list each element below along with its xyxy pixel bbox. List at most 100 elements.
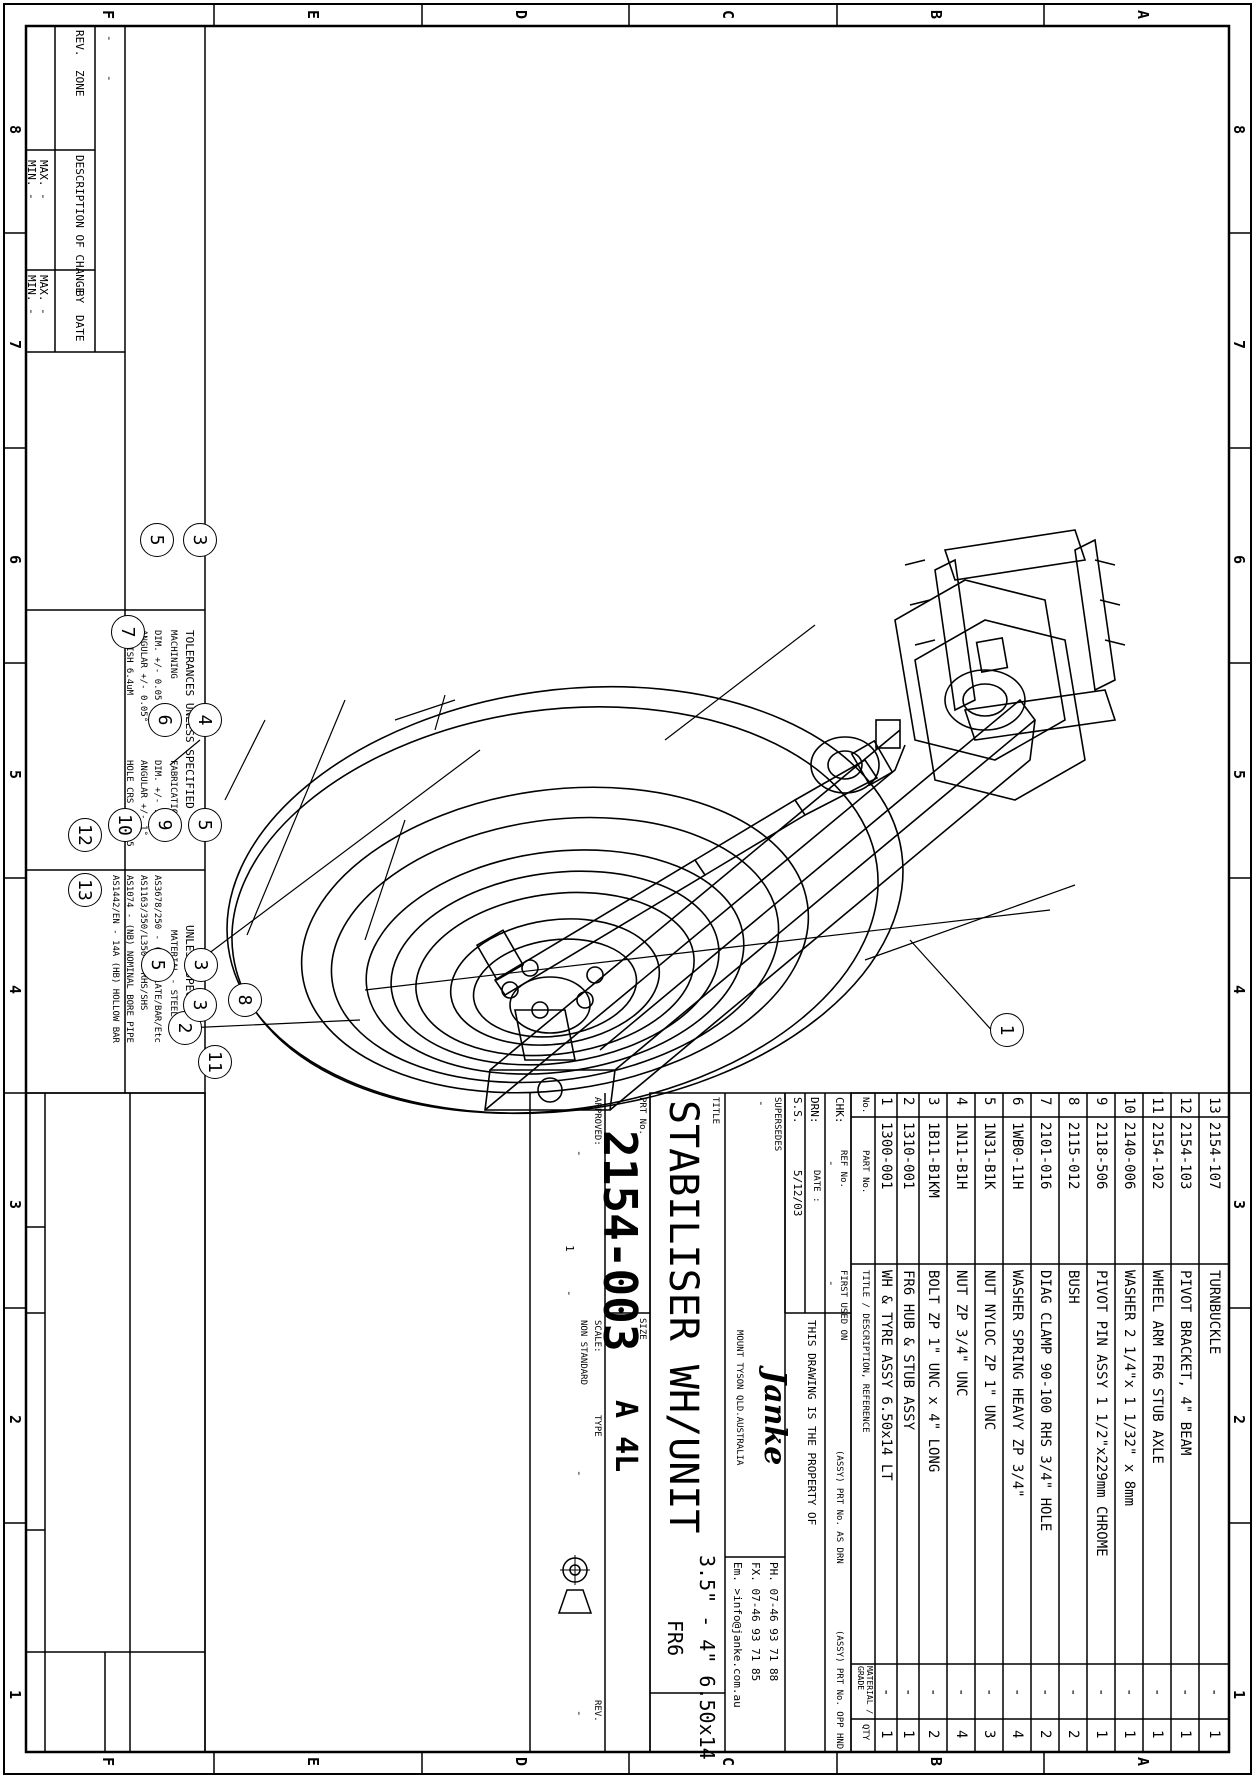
approved-value: - xyxy=(573,1150,586,1157)
callout-balloon: 4 xyxy=(188,703,222,737)
material-line: AS1074 - (NB) NOMINAL BORE PIPE xyxy=(124,875,134,1043)
sheet-size: A 4L xyxy=(608,1400,643,1473)
callout-balloon: 5 xyxy=(188,808,222,842)
callout-balloon: 3 xyxy=(183,988,217,1022)
assy-prt-opp: (ASSY) PRT No. OPP HND xyxy=(834,1630,844,1750)
bom-qty: 2 xyxy=(1037,1730,1054,1739)
bom-material: - xyxy=(900,1688,917,1697)
rim xyxy=(365,849,745,1075)
zone-col-label: 7 xyxy=(6,340,24,350)
bom-header-material: MATERIAL / GRADE xyxy=(856,1666,874,1715)
stub-axle xyxy=(514,1009,576,1061)
zone-dash: - xyxy=(103,75,116,82)
pivot-bracket xyxy=(914,619,1086,801)
zone-col-label: 1 xyxy=(1230,1690,1248,1700)
zone-row-label: B xyxy=(927,10,945,20)
zone-col-label: 3 xyxy=(6,1200,24,1210)
zone-row-label: B xyxy=(927,1757,945,1767)
size-label: SIZE xyxy=(637,1318,647,1340)
zone-row-label: D xyxy=(512,1757,530,1767)
approved-label: APPROVED: xyxy=(592,1097,602,1146)
bom-part-no: 2115-012 xyxy=(1065,1122,1082,1190)
date-header: DATE xyxy=(73,315,86,342)
rev-min: MIN. - xyxy=(25,160,38,200)
bom-part-no: 2140-006 xyxy=(1121,1122,1138,1190)
bom-description: TURNBUCKLE xyxy=(1206,1270,1223,1355)
projection-symbol-icon xyxy=(555,1555,595,1615)
bush xyxy=(810,736,880,794)
bom-qty: 1 xyxy=(1121,1730,1138,1739)
bom-qty: 1 xyxy=(1206,1730,1223,1739)
drawing-subtitle-model: FR6 xyxy=(663,1620,687,1657)
bom-description: BUSH xyxy=(1065,1270,1082,1304)
zone-col-label: 3 xyxy=(1230,1200,1248,1210)
bom-description: WHEEL ARM FR6 STUB AXLE xyxy=(1149,1270,1166,1464)
bom-description: FR6 HUB & STUB ASSY xyxy=(900,1270,917,1431)
zone-col-label: 6 xyxy=(6,555,24,565)
bom-qty: 2 xyxy=(1065,1730,1082,1739)
bom-description: WH & TYRE ASSY 6.50x14 LT xyxy=(878,1270,895,1481)
scale-label: SCALE: xyxy=(592,1320,602,1353)
rev-max: MAX. - xyxy=(37,160,50,200)
tolerance-line: DIM. +/- 1 xyxy=(152,760,162,815)
hub-face xyxy=(472,938,638,1038)
bom-header-qty: QTY xyxy=(860,1724,870,1741)
bom-material: - xyxy=(1093,1688,1110,1697)
beam-bottom xyxy=(484,744,906,1111)
rev-min-by: MIN. - xyxy=(25,275,38,315)
sheet-of: - xyxy=(563,1290,576,1297)
date-label: DATE : xyxy=(811,1170,821,1203)
zone-row-label: A xyxy=(1134,1757,1152,1767)
beam-top xyxy=(599,698,1037,1071)
bom-part-no: 1310-001 xyxy=(900,1122,917,1190)
bom-item-no: 13 xyxy=(1206,1097,1223,1114)
zone-col-label: 8 xyxy=(1230,125,1248,135)
ref-label: REF No. xyxy=(838,1150,848,1188)
callout-balloon: 13 xyxy=(68,873,102,907)
callout-balloon: 12 xyxy=(68,818,102,852)
chk-label: CHK: xyxy=(833,1097,846,1124)
callout-balloon: 8 xyxy=(228,983,262,1017)
zone-col-label: 8 xyxy=(6,125,24,135)
callout-balloon: 1 xyxy=(990,1013,1024,1047)
bom-material: - xyxy=(878,1688,895,1697)
zone-row-label: E xyxy=(304,1757,322,1767)
bom-table-lines xyxy=(850,1092,1230,1753)
bom-item-no: 1 xyxy=(878,1097,895,1106)
property-statement: THIS DRAWING IS THE PROPERTY OF xyxy=(805,1320,818,1526)
leader-lines xyxy=(169,624,1076,1046)
diag-clamp-top xyxy=(1074,538,1116,692)
tolerance-line: DIM. +/- 0.05 xyxy=(152,630,162,701)
bom-description: PIVOT PIN ASSY 1 1/2"x229mm CHROME xyxy=(1093,1270,1110,1557)
tyre-sidewall xyxy=(300,786,810,1094)
first-used-value: - xyxy=(825,1280,838,1287)
type-value: - xyxy=(573,1470,586,1477)
supersedes-value: - xyxy=(755,1100,768,1107)
bom-part-no: 1N31-B1K xyxy=(981,1122,998,1190)
bom-part-no: 2118-506 xyxy=(1093,1122,1110,1190)
bom-part-no: 1300-001 xyxy=(878,1122,895,1190)
bom-description: NUT ZP 3/4" UNC xyxy=(953,1270,970,1397)
zone-col-label: 4 xyxy=(6,985,24,995)
date-value: 5/12/03 xyxy=(791,1170,804,1217)
bom-description: WASHER SPRING HEAVY ZP 3/4" xyxy=(1009,1270,1026,1498)
zone-ticks xyxy=(4,4,1251,1774)
bom-qty: 1 xyxy=(1149,1730,1166,1739)
zone-col-label: 5 xyxy=(1230,770,1248,780)
email: Em. >info@janke.com.au xyxy=(731,1562,744,1708)
bom-qty: 1 xyxy=(900,1730,917,1739)
title-label: TITLE xyxy=(710,1097,720,1125)
revision-block-lines xyxy=(25,25,206,1094)
bom-item-no: 4 xyxy=(953,1097,970,1106)
zone-header: ZONE xyxy=(73,70,86,97)
bom-material: - xyxy=(1206,1688,1223,1697)
bom-material: - xyxy=(1009,1688,1026,1697)
bom-description: PIVOT BRACKET, 4" BEAM xyxy=(1177,1270,1194,1456)
bom-qty: 2 xyxy=(925,1730,942,1739)
rev-value: - xyxy=(573,1710,586,1717)
drn-value: S.S. xyxy=(791,1097,804,1124)
drawing-subtitle-size: 3.5" - 4" 6.50x14 xyxy=(695,1555,719,1760)
bom-material: - xyxy=(1149,1688,1166,1697)
